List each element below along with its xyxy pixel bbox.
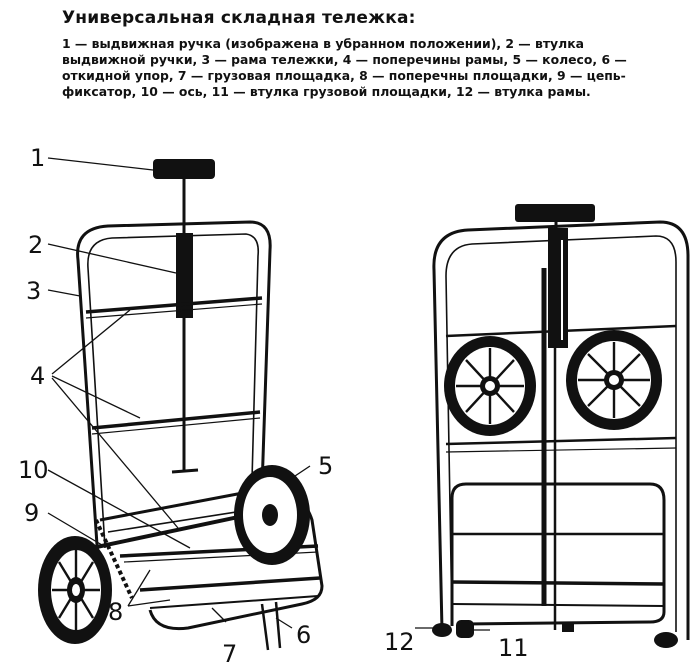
folded-handle-grip <box>515 204 595 222</box>
callout-8: 8 <box>108 598 123 626</box>
callout-11: 11 <box>498 634 529 662</box>
callout-10: 10 <box>18 456 49 484</box>
stored-wheel-right <box>566 330 662 430</box>
figure-title: Универсальная складная тележка: <box>62 8 416 28</box>
folded-frame <box>432 220 690 640</box>
cart-unfolded <box>38 159 324 651</box>
callout-2: 2 <box>28 231 43 259</box>
frame-crossbar-lower <box>91 410 261 430</box>
callout-3: 3 <box>26 277 41 305</box>
figure-caption: 1 — выдвижная ручка (изображена в убранн… <box>62 36 627 99</box>
stored-wheel-left <box>444 336 536 436</box>
platform-bushing <box>456 620 474 638</box>
cart-folded <box>432 204 690 648</box>
callout-5: 5 <box>318 452 333 480</box>
folding-stand <box>260 601 282 651</box>
cart-frame <box>76 220 272 561</box>
leader-lines-right <box>415 627 490 631</box>
wheel-right <box>234 465 310 565</box>
callout-4: 4 <box>30 362 45 390</box>
handle-sleeve <box>176 233 193 318</box>
callout-9: 9 <box>24 499 39 527</box>
leader-lines-left <box>47 157 311 629</box>
handle-grip <box>153 159 215 179</box>
frame-crossbar-upper <box>85 296 263 314</box>
axle <box>91 510 263 550</box>
lock-chain <box>94 519 134 599</box>
folded-handle-sleeve <box>548 228 568 348</box>
wheel-left <box>38 536 112 644</box>
folded-platform <box>450 482 666 626</box>
callout-1: 1 <box>30 144 45 172</box>
callout-7: 7 <box>222 640 237 668</box>
callout-12: 12 <box>384 628 415 656</box>
frame-bushing <box>432 623 452 637</box>
callout-6: 6 <box>296 621 311 649</box>
